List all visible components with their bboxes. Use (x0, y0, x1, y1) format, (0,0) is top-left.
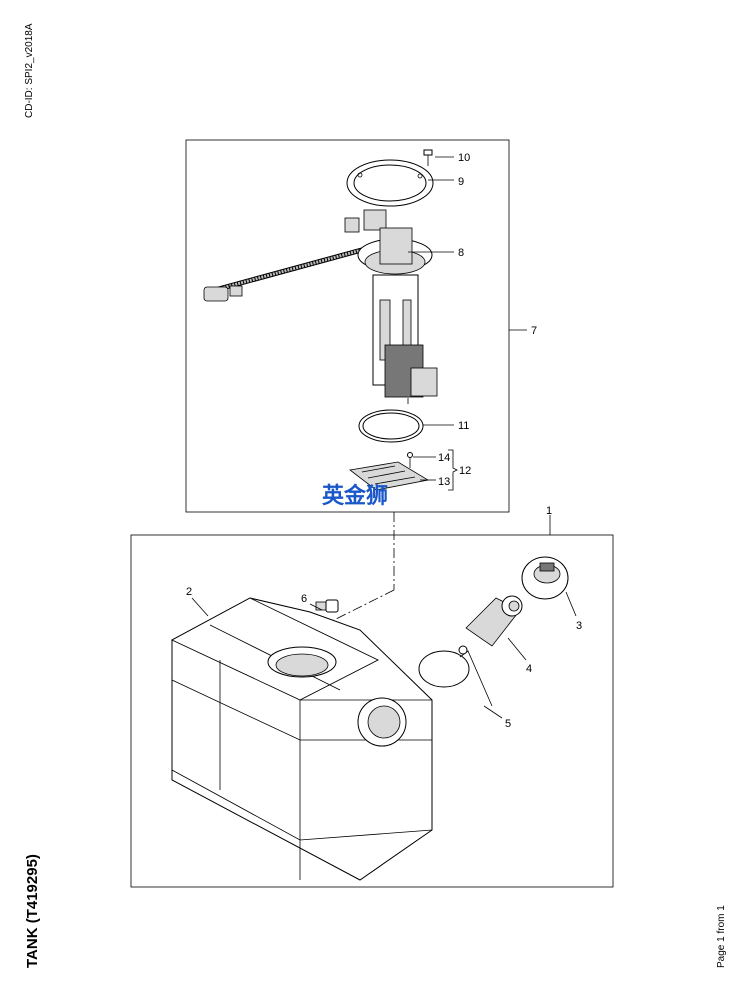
callout-4: 4 (526, 663, 532, 675)
callout-10: 10 (458, 152, 470, 164)
callout-1: 1 (546, 505, 552, 517)
callout-13: 13 (438, 476, 450, 488)
callout-6: 6 (301, 593, 307, 605)
cap-strap-part-5 (418, 645, 493, 707)
fitting-part-6 (315, 599, 339, 613)
leader-lines (191, 156, 577, 719)
fuel-pump-detail-frame (185, 139, 510, 513)
callout-3: 3 (576, 620, 582, 632)
callout-5: 5 (505, 718, 511, 730)
filler-neck-part-4 (465, 595, 523, 647)
callout-7: 7 (531, 325, 537, 337)
callout-2: 2 (186, 586, 192, 598)
retaining-ring-part-9 (346, 159, 434, 207)
callout-8: 8 (458, 247, 464, 259)
seal-ring-part-11 (358, 409, 424, 443)
filler-cap-part-3 (521, 556, 569, 600)
fuel-tank-part-2 (170, 597, 433, 881)
screw-part-10 (423, 149, 433, 166)
callout-9: 9 (458, 176, 464, 188)
callout-12: 12 (459, 465, 471, 477)
callout-11: 11 (458, 420, 469, 432)
watermark: 英金狮 (322, 483, 388, 509)
screw-part-14 (407, 452, 413, 468)
tank-assembly-frame (130, 534, 614, 888)
callout-14: 14 (438, 452, 450, 464)
fuel-pump-module-part-8 (203, 209, 438, 404)
assembly-centerline-diagonal (317, 589, 395, 629)
